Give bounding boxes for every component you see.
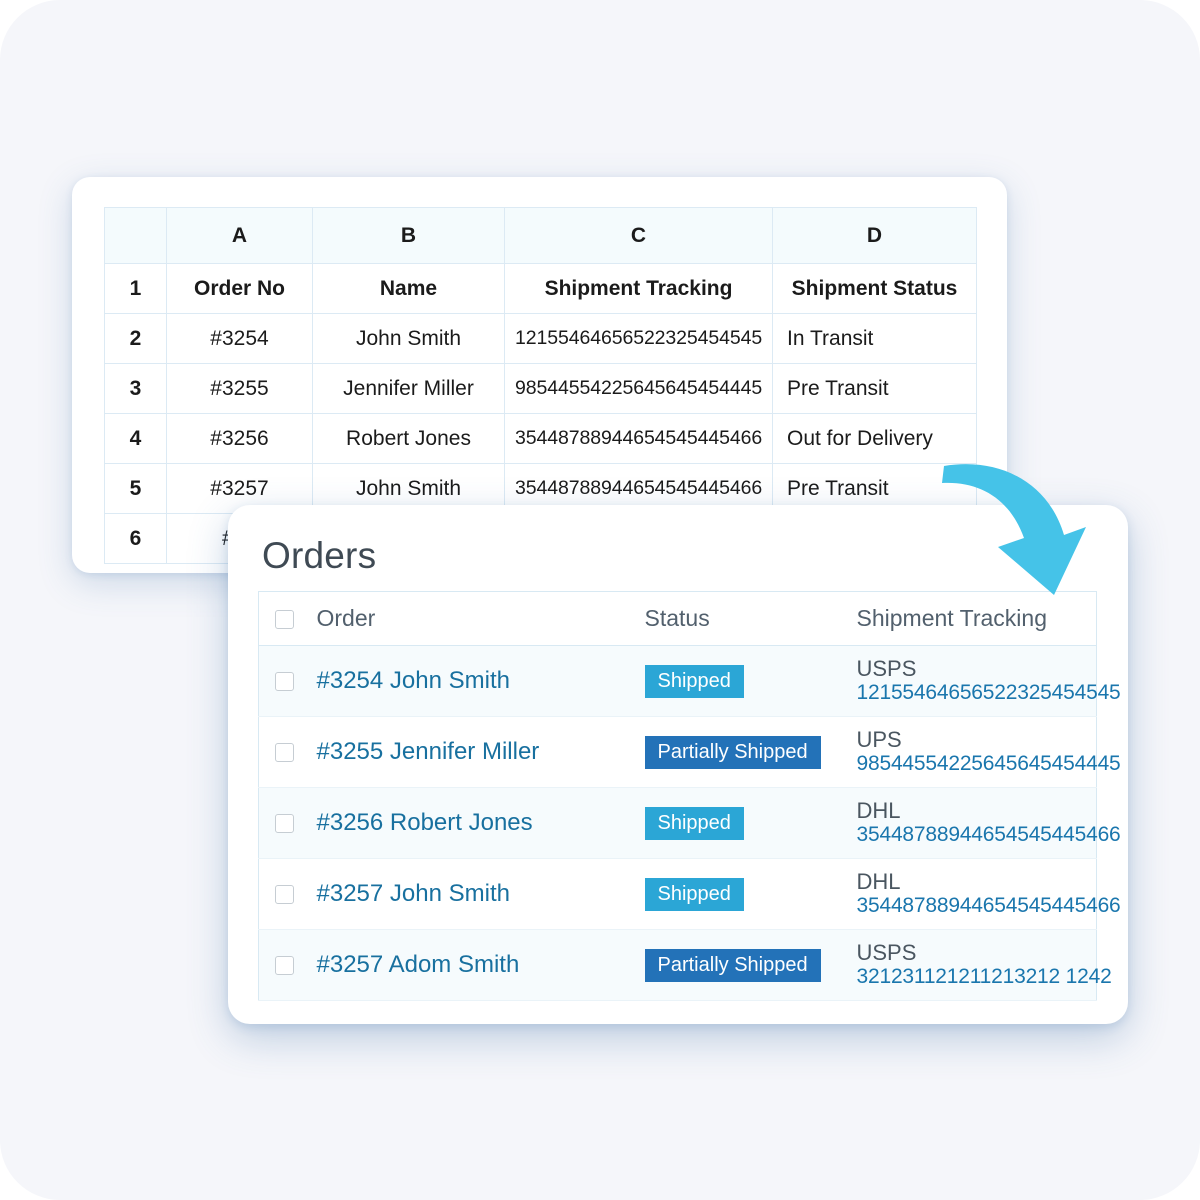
row-select-cell[interactable] (259, 717, 313, 788)
order-link[interactable]: #3257 Adom Smith (316, 951, 520, 978)
cell-c1[interactable]: Shipment Tracking (504, 263, 773, 314)
carrier-label: DHL (856, 868, 901, 894)
cell-b2[interactable]: John Smith (312, 313, 505, 364)
carrier-label: UPS (856, 726, 902, 752)
tracking-cell[interactable]: UPS 98544554225645645454445 (856, 717, 1121, 788)
orders-header-row: Order Status Shipment Tracking (258, 591, 1097, 646)
tracking-cell[interactable]: DHL 35448788944654545445466 (856, 788, 1121, 859)
cell-c3[interactable]: 98544554225645645454445 (504, 363, 773, 414)
cell-a3[interactable]: #3255 (166, 363, 313, 414)
spreadsheet-row: 2 #3254 John Smith 121554646565223254545… (104, 313, 977, 364)
carrier-label: USPS (856, 655, 917, 681)
table-row[interactable]: #3257 John Smith Shipped DHL 35448788944… (258, 859, 1121, 930)
carrier-label: DHL (856, 797, 901, 823)
table-row[interactable]: #3257 Adom Smith Partially Shipped USPS … (258, 929, 1112, 1001)
page-title: Orders (262, 535, 377, 576)
order-link[interactable]: #3255 Jennifer Miller (316, 738, 540, 765)
tracking-cell[interactable]: DHL 35448788944654545445466 (856, 859, 1121, 930)
cell-d3[interactable]: Pre Transit (772, 363, 977, 414)
row-checkbox[interactable] (275, 671, 294, 691)
cell-d1[interactable]: Shipment Status (772, 263, 977, 314)
order-link[interactable]: #3254 John Smith (316, 667, 510, 694)
cell-a4[interactable]: #3256 (166, 413, 313, 464)
row-index[interactable]: 5 (104, 463, 167, 514)
cell-d2[interactable]: In Transit (772, 313, 977, 364)
cell-b3[interactable]: Jennifer Miller (312, 363, 505, 414)
order-cell[interactable]: #3257 John Smith (313, 859, 645, 930)
spreadsheet-col-b[interactable]: B (312, 207, 505, 264)
orders-table: Order Status Shipment Tracking #3254 Joh… (258, 591, 1121, 1001)
table-row[interactable]: #3256 Robert Jones Shipped DHL 354487889… (258, 787, 1121, 859)
row-checkbox[interactable] (275, 955, 294, 975)
tracking-number-link[interactable]: 98544554225645645454445 (856, 752, 1121, 776)
status-badge: Shipped (644, 877, 744, 911)
order-cell[interactable]: #3257 Adom Smith (313, 930, 645, 1001)
tracking-cell[interactable]: USPS 321231121211213212 1242 (856, 930, 1112, 1001)
status-cell: Partially Shipped (644, 930, 857, 1001)
row-select-cell[interactable] (259, 788, 313, 859)
cell-a1[interactable]: Order No (166, 263, 313, 314)
row-index[interactable]: 3 (104, 363, 167, 414)
status-badge: Partially Shipped (644, 735, 821, 769)
order-cell[interactable]: #3256 Robert Jones (313, 788, 645, 859)
tracking-number-link[interactable]: 35448788944654545445466 (856, 823, 1121, 847)
spreadsheet-row: 1 Order No Name Shipment Tracking Shipme… (104, 263, 977, 314)
carrier-label: USPS (856, 939, 917, 965)
spreadsheet-corner-cell[interactable] (104, 207, 167, 264)
row-select-cell[interactable] (259, 859, 313, 930)
row-index[interactable]: 4 (104, 413, 167, 464)
spreadsheet-col-c[interactable]: C (504, 207, 773, 264)
tracking-number-link[interactable]: 12155464656522325454545 (856, 681, 1121, 705)
tracking-number-link[interactable]: 35448788944654545445466 (856, 894, 1121, 918)
tracking-cell[interactable]: USPS 12155464656522325454545 (856, 646, 1121, 717)
status-badge: Shipped (644, 806, 744, 840)
cell-b4[interactable]: Robert Jones (312, 413, 505, 464)
tracking-number-link[interactable]: 321231121211213212 1242 (856, 965, 1112, 989)
status-badge: Shipped (644, 664, 744, 698)
cell-d4[interactable]: Out for Delivery (772, 413, 977, 464)
order-cell[interactable]: #3255 Jennifer Miller (313, 717, 645, 788)
column-header-order[interactable]: Order (312, 591, 645, 646)
cell-a2[interactable]: #3254 (166, 313, 313, 364)
order-link[interactable]: #3257 John Smith (316, 880, 510, 907)
spreadsheet-row: 4 #3256 Robert Jones 3544878894465454544… (104, 413, 977, 464)
column-header-tracking[interactable]: Shipment Tracking (856, 591, 1097, 646)
table-row[interactable]: #3255 Jennifer Miller Partially Shipped … (258, 717, 1121, 788)
row-checkbox[interactable] (275, 884, 294, 904)
cell-b1[interactable]: Name (312, 263, 505, 314)
order-cell[interactable]: #3254 John Smith (313, 646, 645, 717)
spreadsheet-col-d[interactable]: D (772, 207, 977, 264)
status-cell: Shipped (644, 859, 857, 930)
row-index[interactable]: 2 (104, 313, 167, 364)
select-all-header[interactable] (258, 591, 313, 646)
select-all-checkbox[interactable] (275, 610, 294, 630)
status-cell: Shipped (644, 788, 857, 859)
column-header-status[interactable]: Status (644, 591, 857, 646)
row-index[interactable]: 6 (104, 513, 167, 564)
spreadsheet-col-a[interactable]: A (166, 207, 313, 264)
row-checkbox[interactable] (275, 813, 294, 833)
row-select-cell[interactable] (259, 930, 313, 1001)
row-select-cell[interactable] (259, 646, 313, 717)
status-cell: Shipped (644, 646, 857, 717)
spreadsheet-column-header-row: A B C D (104, 207, 977, 264)
spreadsheet-row: 3 #3255 Jennifer Miller 9854455422564564… (104, 363, 977, 414)
row-checkbox[interactable] (275, 742, 294, 762)
cell-c4[interactable]: 35448788944654545445466 (504, 413, 773, 464)
status-cell: Partially Shipped (644, 717, 857, 788)
table-row[interactable]: #3254 John Smith Shipped USPS 1215546465… (258, 645, 1121, 717)
status-badge: Partially Shipped (644, 948, 821, 982)
cell-a5[interactable]: #3257 (166, 463, 313, 514)
row-index[interactable]: 1 (104, 263, 167, 314)
cell-c2[interactable]: 12155464656522325454545 (504, 313, 773, 364)
orders-card: Orders Order Status Shipment Tracking (228, 505, 1128, 1024)
order-link[interactable]: #3256 Robert Jones (316, 809, 533, 836)
